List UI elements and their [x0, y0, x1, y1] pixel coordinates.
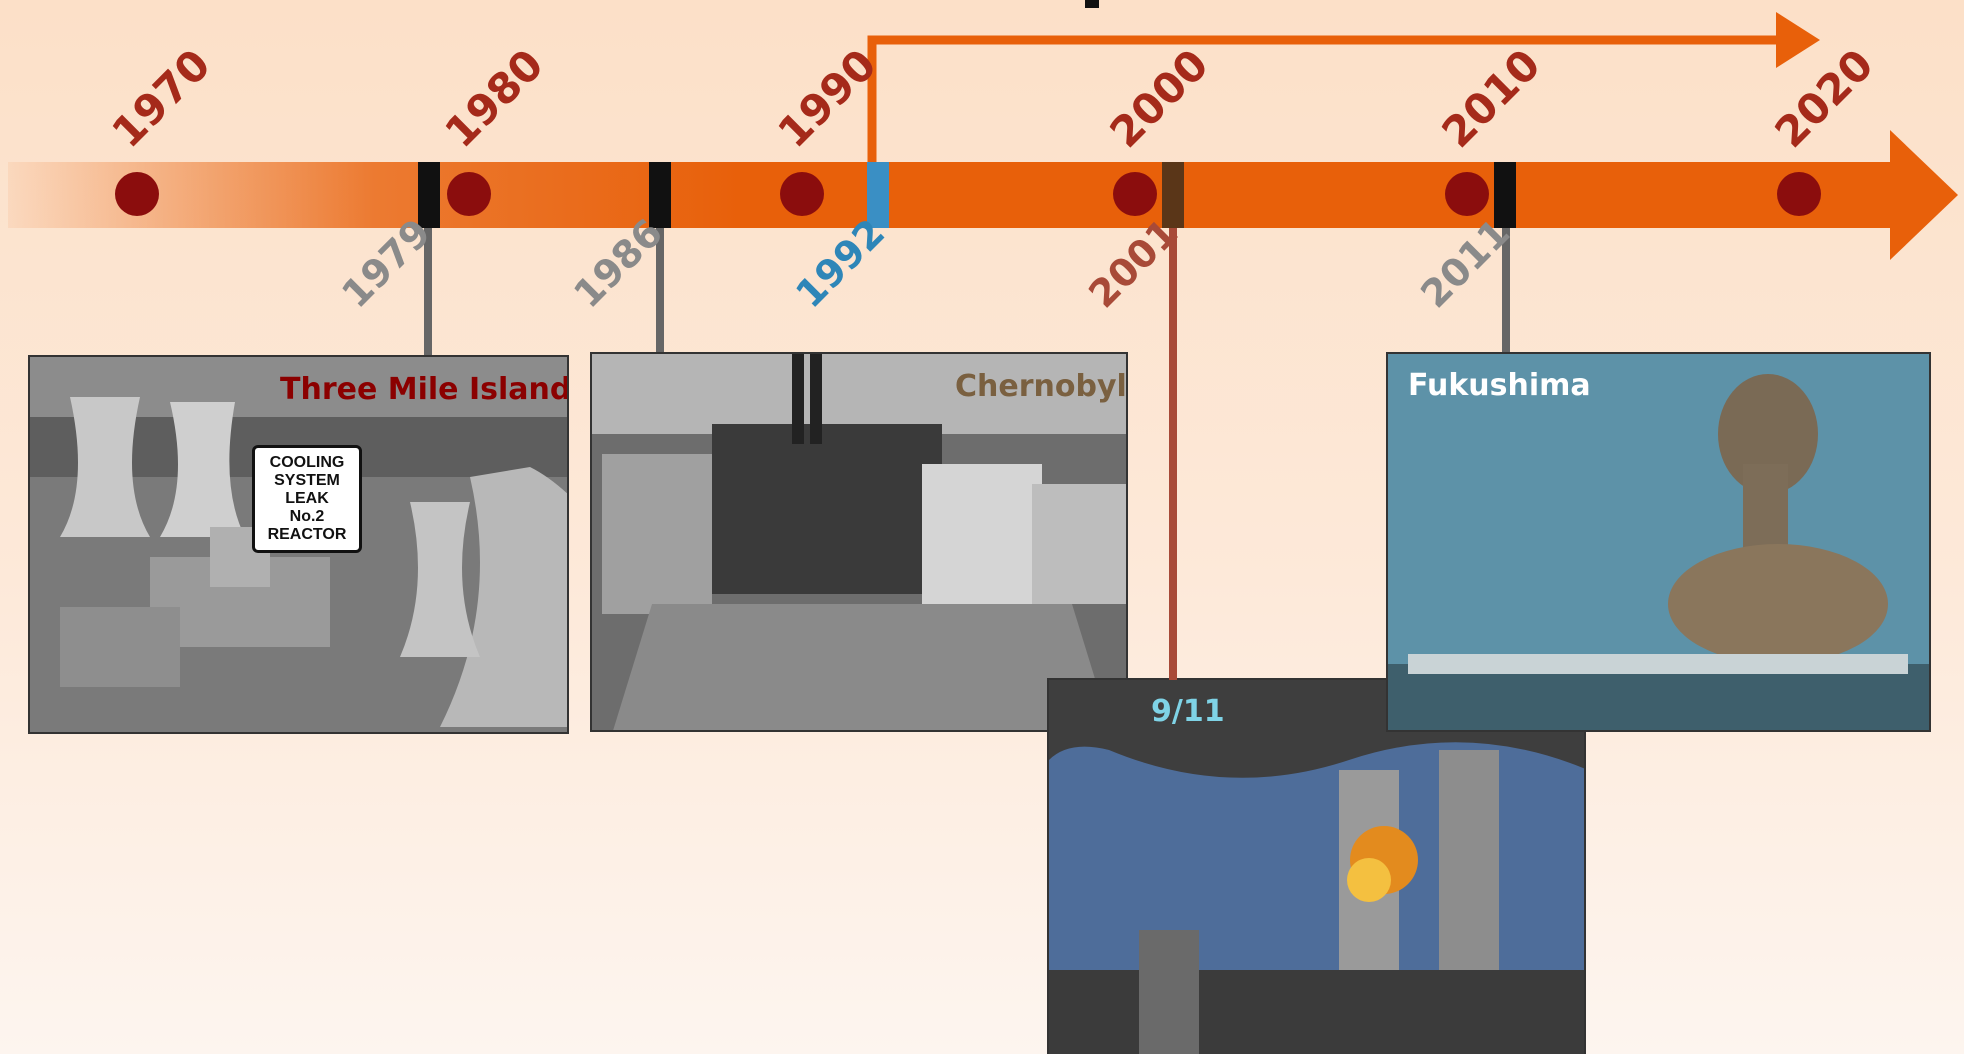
- event-name-chernobyl: Chernobyl: [955, 369, 1127, 404]
- photo-chernobyl: Chernobyl: [590, 352, 1128, 732]
- event-name-fukushima: Fukushima: [1408, 368, 1591, 403]
- tmi-sign: COOLING SYSTEM LEAK No.2 REACTOR: [252, 445, 362, 553]
- event-name-9-11: 9/11: [1151, 694, 1225, 729]
- tmi-sign-line: SYSTEM: [274, 472, 340, 489]
- decade-dots: [115, 172, 1821, 216]
- photo-fukushima: Fukushima: [1386, 352, 1931, 732]
- event-marker-1979: [418, 162, 440, 228]
- tmi-sign-line: LEAK: [285, 490, 329, 507]
- decade-dot-1970: [115, 172, 159, 216]
- event-marker-2011: [1494, 162, 1516, 228]
- tmi-sign-line: REACTOR: [267, 526, 347, 543]
- decade-label-1980: 1980: [435, 40, 552, 157]
- tmi-sign-line: COOLING: [269, 454, 345, 471]
- photo-9-11: 9/11: [1047, 678, 1586, 1054]
- event-marker-2001: [1162, 162, 1184, 228]
- tmi-sign-line: No.2: [289, 508, 325, 525]
- bracket-cap: [1085, 0, 1099, 8]
- timeline-arrowhead: [1890, 130, 1958, 260]
- decade-label-2010: 2010: [1432, 40, 1549, 157]
- event-name-three-mile-island: Three Mile Island: [280, 372, 569, 407]
- fukushima-scene: [1388, 354, 1929, 730]
- decade-label-1970: 1970: [102, 40, 219, 157]
- wtc-scene: [1049, 680, 1584, 1054]
- decade-dot-2000: [1113, 172, 1157, 216]
- decade-dot-1980: [447, 172, 491, 216]
- decade-dot-1990: [780, 172, 824, 216]
- event-marker-1992: [867, 162, 889, 228]
- bracket-arrowhead: [1776, 12, 1820, 68]
- decade-dot-2020: [1777, 172, 1821, 216]
- chernobyl-scene: [592, 354, 1126, 730]
- decade-dot-2010: [1445, 172, 1489, 216]
- event-marker-1986: [649, 162, 671, 228]
- bracket-arrow-line: [867, 35, 1780, 162]
- decade-label-2000: 2000: [1100, 40, 1217, 157]
- timeline-bar: [740, 162, 1892, 228]
- photo-three-mile-island: Three Mile Island COOLING SYSTEM LEAK No…: [28, 355, 569, 734]
